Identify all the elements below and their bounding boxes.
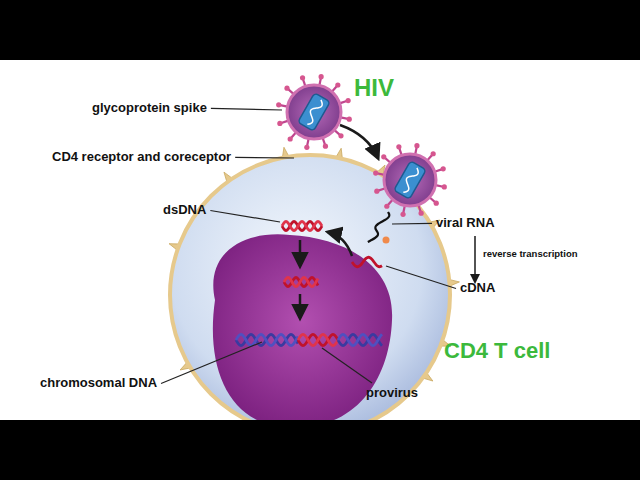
dsdna-helix [284,277,318,286]
leader-line [322,348,372,383]
process-label: reverse transcription [483,249,578,260]
dna-layer [236,212,390,346]
leader-line [386,266,456,288]
spike-tip [384,204,389,209]
spike-tip [347,117,352,122]
part-label: viral RNA [436,216,495,231]
cell-layer [169,147,459,436]
capsid [298,93,331,131]
leader-line [392,223,432,225]
leader-line [161,342,262,383]
cd4-t-cell-membrane [170,155,450,435]
spike-tip [400,212,405,217]
spike-tip [381,154,386,159]
cell-title: CD4 T cell [444,338,550,363]
spike-tip [288,136,293,141]
spike-tip [396,144,401,149]
spike-tip [304,145,309,150]
cdna-strand [352,257,382,266]
viral-envelope [287,85,341,139]
bottom-bar [0,420,640,480]
spike-tip [277,121,282,126]
hiv-virion [373,143,447,217]
spike-tip [276,102,281,107]
provirus-helix [298,334,338,345]
step-arrow [328,232,352,256]
hiv-virion [276,74,352,150]
spike-tip [300,75,305,80]
spike-tip [335,82,340,87]
part-label: dsDNA [163,203,206,218]
part-label: glycoprotein spike [92,101,207,116]
chromosomal-dna-helix [236,334,298,345]
cd4-receptors [169,147,459,436]
spike-tip [414,143,419,148]
spike-tip [373,170,378,175]
spike-tip [419,211,424,216]
spike-tip [319,74,324,79]
nucleus [213,234,392,428]
spike-tip [338,133,343,138]
spike-tip [323,144,328,149]
spike-tip [431,151,436,156]
part-label: cDNA [460,281,495,296]
leader-line [211,108,282,110]
spike-tip [346,98,351,103]
dsdna-helix [282,221,322,230]
leader-line [210,210,280,222]
reverse-transcriptase [383,237,390,244]
step-arrow [299,240,302,266]
reverse-transcription-arrow [474,236,476,282]
viral-envelope [384,154,436,206]
top-bar [0,0,640,60]
virus-title: HIV [354,74,394,102]
part-label: chromosomal DNA [40,376,157,391]
part-label: CD4 receptor and coreceptor [52,150,231,165]
step-arrow [299,294,302,318]
spike-tip [374,189,379,194]
leader-line [235,157,294,159]
part-label: provirus [366,386,418,401]
chromosomal-dna-helix [338,334,382,345]
spike-tip [442,184,447,189]
spike-tip [434,201,439,206]
capsid [394,161,427,199]
spike-tip [284,86,289,91]
virus-layer [276,74,447,217]
spike-tip [441,166,446,171]
entry-arrow [340,125,378,158]
